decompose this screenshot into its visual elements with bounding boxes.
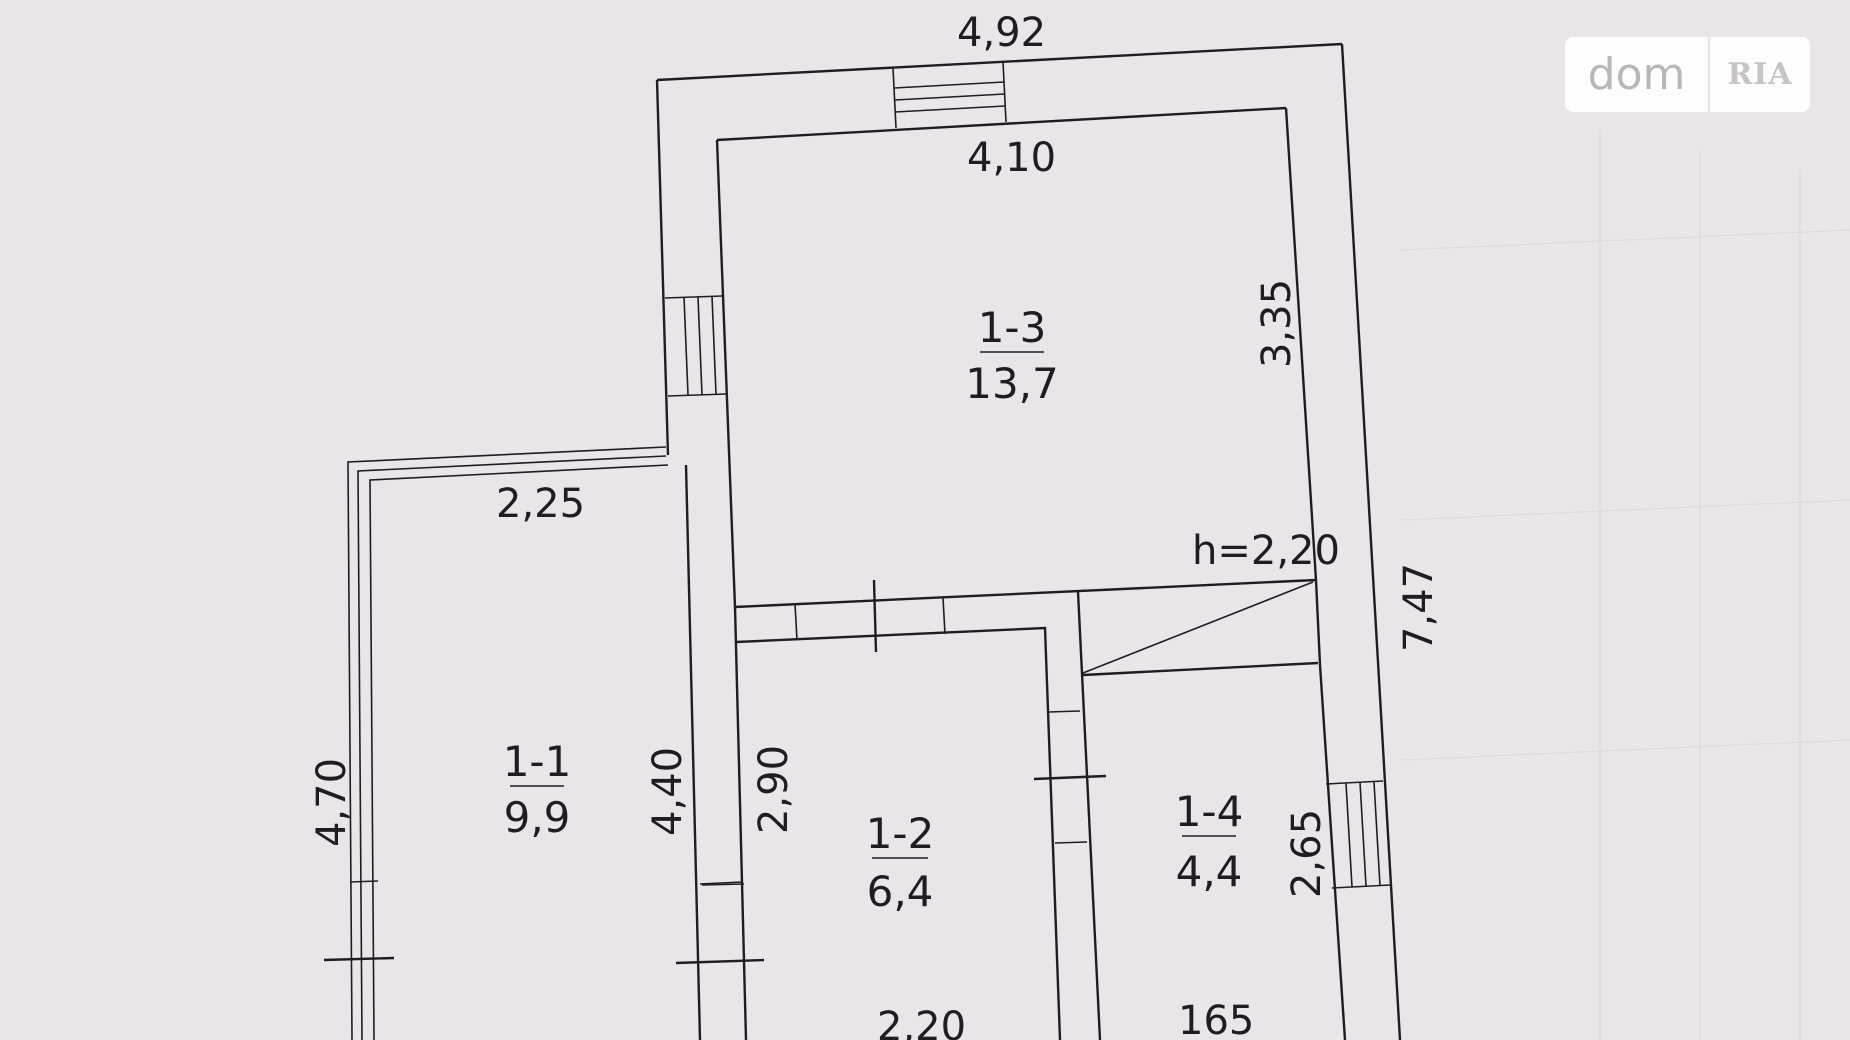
watermark-dom-text: dom — [1587, 49, 1686, 100]
dim-right-outer: 7,47 — [1396, 563, 1442, 652]
door-tick-1 — [872, 579, 878, 653]
dim-annex-outer-height: 4,70 — [309, 758, 355, 847]
room-area: 13,7 — [965, 359, 1059, 408]
annex-outer-wall-right — [733, 606, 748, 1040]
room-id: 1-1 — [503, 737, 572, 786]
door-1 — [794, 603, 798, 641]
room-area: 6,4 — [867, 867, 934, 916]
room-1-3: 1-3 13,7 — [965, 303, 1059, 408]
outer-wall-left-upper — [655, 79, 670, 456]
annex-wall-line-3 — [369, 464, 669, 1040]
partition-12-14 — [1076, 591, 1102, 1040]
room-area: 9,9 — [504, 793, 571, 842]
dim-room14-height: 2,65 — [1284, 809, 1330, 898]
door-marks — [323, 579, 1107, 965]
stair-diagonal — [1082, 581, 1314, 674]
door-4 — [701, 883, 745, 886]
room-1-2: 1-2 6,4 — [866, 809, 935, 916]
room-1-4: 1-4 4,4 — [1175, 787, 1244, 896]
door-tick-4 — [675, 958, 765, 965]
outer-wall-right — [1340, 43, 1402, 1040]
dim-room12-height: 2,90 — [751, 745, 797, 834]
background-grid — [1399, 130, 1850, 1040]
partitions — [734, 578, 1319, 1040]
watermark-logo: dom RIA — [1565, 37, 1810, 112]
room-id: 1-4 — [1175, 787, 1244, 836]
window-right — [1325, 780, 1391, 889]
watermark-ria-text: RIA — [1727, 57, 1793, 92]
annex-wall-line-2 — [357, 455, 667, 1040]
outer-wall-top — [656, 42, 1343, 82]
door-3-bottom — [1054, 841, 1088, 844]
room-area: 4,4 — [1176, 847, 1243, 896]
dim-room13-height: 3,35 — [1254, 279, 1300, 368]
outer-walls — [655, 42, 1402, 1040]
stair-lower-line — [1082, 661, 1319, 677]
dim-annex-inner-height: 4,40 — [645, 747, 691, 836]
inner-wall-top — [716, 106, 1287, 142]
window-top — [892, 61, 1007, 129]
dim-bottom-right: 165 — [1178, 998, 1254, 1040]
door-tick-3 — [323, 956, 395, 962]
inner-wall-right — [1284, 107, 1347, 1040]
inner-wall-left-upper — [715, 139, 737, 608]
door-3-top — [1047, 710, 1081, 713]
partition-13-lower — [735, 626, 1062, 1040]
dim-top-inner: 4,10 — [967, 135, 1056, 181]
annex-walls — [347, 446, 748, 1040]
door-tick-2 — [1033, 774, 1107, 781]
watermark-divider — [1708, 37, 1710, 112]
partition-13-upper — [734, 578, 1317, 609]
dim-top-outer: 4,92 — [957, 10, 1046, 56]
window-annex-right — [699, 881, 743, 885]
dim-ceiling-height: h=2,20 — [1192, 528, 1340, 574]
annex-wall-line-1 — [347, 446, 667, 1040]
window-left — [664, 295, 727, 397]
room-id: 1-3 — [978, 303, 1047, 352]
dim-annex-width: 2,25 — [496, 481, 585, 527]
dim-bottom-left: 2,20 — [877, 1004, 966, 1040]
window-annex-left — [349, 880, 379, 883]
annex-inner-wall-right — [684, 464, 702, 1040]
door-2 — [942, 597, 946, 635]
room-id: 1-2 — [866, 809, 935, 858]
windows — [349, 61, 1391, 889]
room-1-1: 1-1 9,9 — [503, 737, 572, 842]
dimension-labels: 4,92 4,10 2,25 h=2,20 2,20 165 3,35 7,47… — [309, 10, 1442, 1040]
